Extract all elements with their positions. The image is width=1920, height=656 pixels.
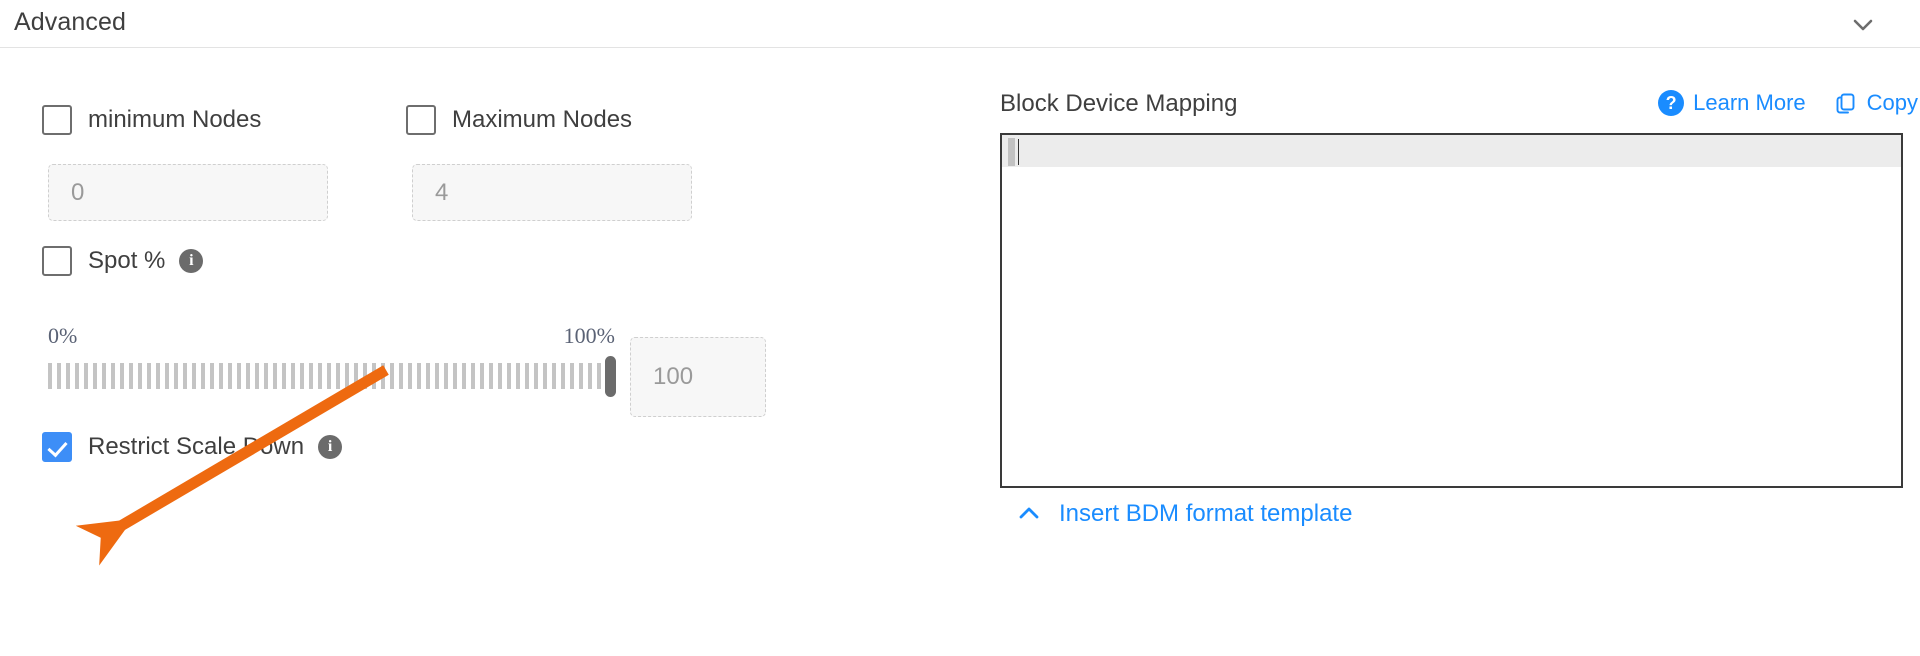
slider-min-label: 0% (48, 323, 78, 348)
spot-percent-label: Spot % (88, 247, 166, 274)
minimum-nodes-checkbox[interactable] (42, 105, 72, 135)
copy-label: Copy (1866, 90, 1918, 115)
minimum-nodes-label: minimum Nodes (88, 106, 262, 133)
restrict-scale-down-info-icon[interactable]: i (318, 435, 343, 459)
restrict-scale-down-checkbox[interactable] (42, 432, 72, 462)
page-title: Advanced (14, 8, 126, 36)
minimum-nodes-input[interactable]: 0 (48, 164, 328, 221)
restrict-scale-down-row[interactable]: Restrict Scale Down i (42, 432, 343, 462)
editor-gutter-marker (1008, 138, 1015, 166)
maximum-nodes-label: Maximum Nodes (452, 106, 633, 133)
minimum-nodes-row[interactable]: minimum Nodes (42, 105, 261, 135)
spot-percent-slider-group: 0% 100% (48, 323, 616, 403)
insert-bdm-format-template-link[interactable]: Insert BDM format template (1016, 500, 1352, 528)
learn-more-label: Learn More (1693, 90, 1806, 115)
spot-percent-row[interactable]: Spot % i (42, 246, 204, 276)
restrict-scale-down-label: Restrict Scale Down (88, 433, 305, 460)
spot-percent-slider-track[interactable] (48, 363, 613, 389)
spot-percent-slider-thumb[interactable] (605, 356, 616, 397)
maximum-nodes-row[interactable]: Maximum Nodes (406, 105, 632, 135)
insert-bdm-format-template-label: Insert BDM format template (1059, 500, 1353, 527)
block-device-mapping-actions: ? Learn More Copy (1658, 90, 1918, 116)
spot-percent-value-input[interactable]: 100 (630, 337, 766, 417)
block-device-mapping-panel: Block Device Mapping ? Learn More Copy (1000, 48, 1920, 656)
copy-link[interactable]: Copy (1834, 90, 1918, 116)
chevron-up-icon (1016, 501, 1042, 527)
advanced-left-column: minimum Nodes 0 Maximum Nodes 4 Spot % i… (0, 48, 960, 656)
spot-percent-info-icon[interactable]: i (179, 249, 204, 273)
slider-max-label: 100% (563, 323, 615, 348)
spot-percent-checkbox[interactable] (42, 246, 72, 276)
editor-active-line-highlight (1002, 135, 1901, 167)
block-device-mapping-title: Block Device Mapping (1000, 90, 1238, 117)
learn-more-link[interactable]: ? Learn More (1658, 90, 1806, 116)
question-mark-circle-icon: ? (1658, 90, 1685, 116)
maximum-nodes-input[interactable]: 4 (412, 164, 692, 221)
editor-caret (1018, 139, 1019, 165)
advanced-section-header[interactable]: Advanced (0, 0, 1920, 48)
block-device-mapping-editor[interactable] (1000, 133, 1903, 488)
maximum-nodes-checkbox[interactable] (406, 105, 436, 135)
chevron-down-icon[interactable] (1848, 10, 1878, 40)
copy-icon (1834, 91, 1858, 115)
